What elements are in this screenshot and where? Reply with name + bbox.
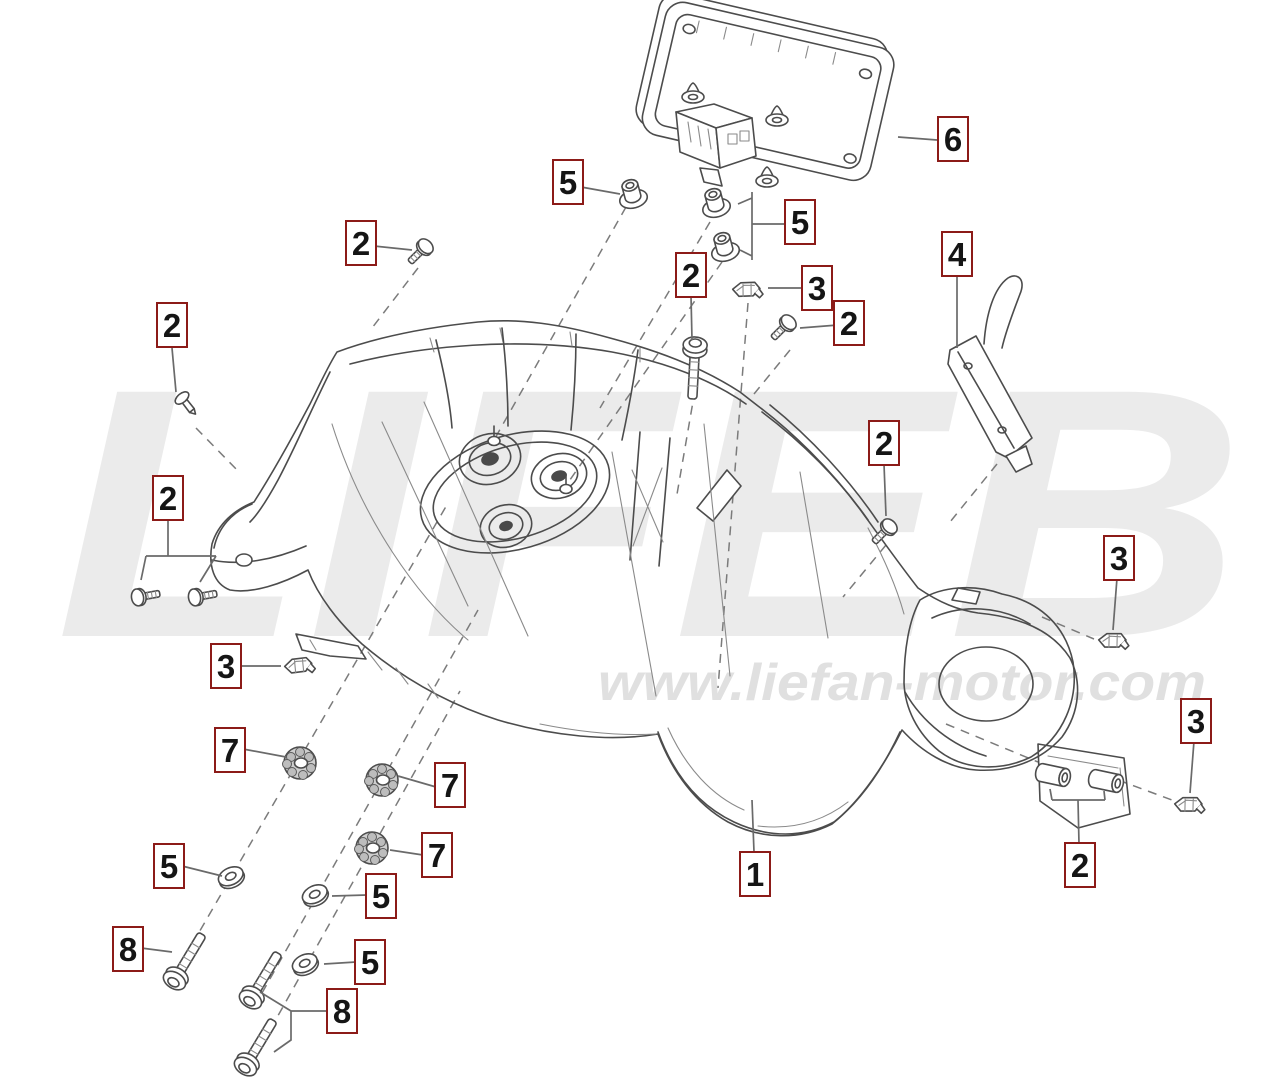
spring-clip: [731, 278, 765, 303]
watermark-brand-letters: LIFEB: [55, 316, 1245, 712]
callout-3c: 3: [1103, 535, 1135, 581]
callout-5e: 5: [354, 939, 386, 985]
callout-label: 2: [839, 304, 859, 342]
callout-2a: 2: [345, 220, 377, 266]
callout-8b: 8: [326, 988, 358, 1034]
callout-label: 4: [947, 235, 967, 273]
callout-label: 8: [332, 992, 352, 1030]
callout-5c: 5: [153, 843, 185, 889]
callout-label: 2: [158, 479, 178, 517]
watermark: LIFEB www.liefan-motor.com: [55, 316, 1245, 712]
callout-label: 5: [371, 877, 391, 915]
callout-label: 5: [790, 203, 810, 241]
panel-connector: [675, 103, 757, 187]
callout-2b: 2: [675, 252, 707, 298]
callout-5d: 5: [365, 873, 397, 919]
callout-2d: 2: [156, 302, 188, 348]
callout-2c: 2: [833, 300, 865, 346]
callout-label: 3: [807, 269, 827, 307]
flange-nut: [614, 175, 651, 213]
callout-label: 2: [351, 224, 371, 262]
callout-label: 1: [745, 855, 765, 893]
callout-3a: 3: [801, 265, 833, 311]
callout-label: 5: [159, 847, 179, 885]
callout-5b: 5: [784, 199, 816, 245]
callout-label: 7: [427, 836, 447, 874]
rubber-grommet: [281, 746, 317, 781]
callout-2e: 2: [868, 420, 900, 466]
callout-label: 5: [558, 163, 578, 201]
callout-3d: 3: [1180, 698, 1212, 744]
callout-label: 3: [1186, 702, 1206, 740]
instrument-panel: [635, 0, 895, 188]
callout-label: 8: [118, 930, 138, 968]
callout-leader-lines: [140, 136, 1195, 1053]
callout-label: 2: [874, 424, 894, 462]
long-bolt: [159, 927, 214, 995]
callout-label: 2: [1070, 846, 1090, 884]
callout-4: 4: [941, 231, 973, 277]
callout-label: 2: [681, 256, 701, 294]
front-panel-housing: [210, 320, 1131, 837]
callout-2f: 2: [152, 475, 184, 521]
callout-1: 1: [739, 851, 771, 897]
callout-label: 7: [440, 766, 460, 804]
callout-label: 5: [360, 943, 380, 981]
callout-label: 3: [1109, 539, 1129, 577]
callout-label: 2: [162, 306, 182, 344]
callout-8a: 8: [112, 926, 144, 972]
mount-bracket: [947, 275, 1033, 473]
callout-label: 6: [943, 120, 963, 158]
pan-screw: [403, 235, 437, 269]
watermark-url-text: www.liefan-motor.com: [598, 654, 1206, 712]
flange-washer: [214, 862, 249, 893]
callout-6: 6: [937, 116, 969, 162]
callout-7a: 7: [214, 727, 246, 773]
callout-2g: 2: [1064, 842, 1096, 888]
callout-7b: 7: [434, 762, 466, 808]
callout-label: 7: [220, 731, 240, 769]
callout-3b: 3: [210, 643, 242, 689]
callout-label: 3: [216, 647, 236, 685]
callout-5a: 5: [552, 159, 584, 205]
callout-7c: 7: [421, 832, 453, 878]
